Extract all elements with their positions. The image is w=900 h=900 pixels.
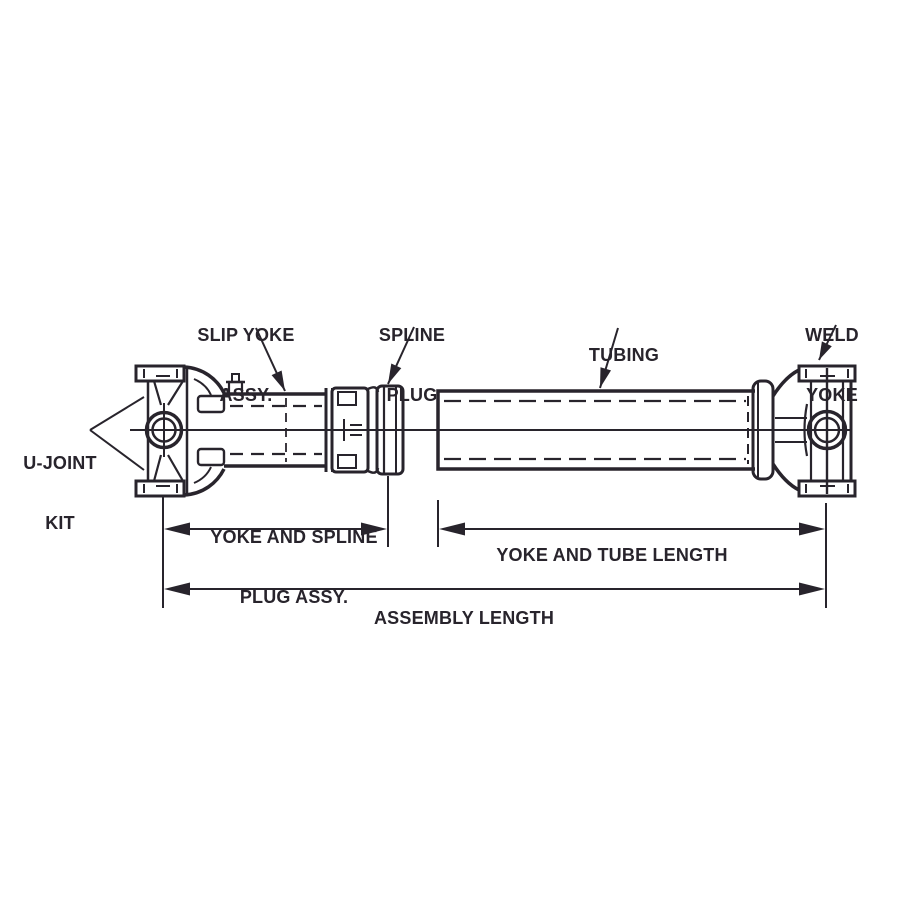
tubing-label-line1: TUBING bbox=[588, 345, 660, 365]
dim-assembly-length bbox=[164, 582, 825, 596]
assembly-length-dim-label: ASSEMBLY LENGTH bbox=[354, 568, 574, 668]
yoke-spline-plug-dim-line2: PLUG ASSY. bbox=[239, 587, 349, 607]
u-joint-kit-label-line1: U-JOINT bbox=[23, 453, 97, 473]
yoke-tube-length-dim-label: YOKE AND TUBE LENGTH bbox=[487, 505, 737, 605]
yoke-spline-plug-dim-line1: YOKE AND SPLINE bbox=[210, 527, 378, 547]
extension-lines bbox=[162, 476, 827, 608]
spline-plug-label-line2: PLUG bbox=[386, 385, 438, 405]
spline-plug-arrowhead bbox=[388, 363, 402, 384]
dim-yoke-tube-length bbox=[439, 522, 825, 536]
slip-yoke-assy-label-line1: SLIP YOKE bbox=[197, 325, 295, 345]
u-joint-kit-label: U-JOINT KIT bbox=[15, 413, 105, 573]
spline-plug-drawing bbox=[367, 384, 405, 476]
u-joint-kit-leader bbox=[89, 396, 145, 471]
weld-yoke-label-line2: YOKE bbox=[806, 385, 858, 405]
dust-cap-drawing bbox=[324, 386, 370, 474]
u-joint-yoke-drawing bbox=[134, 364, 226, 498]
tubing-label: TUBING bbox=[564, 305, 684, 405]
weld-yoke-label-line1: WELD bbox=[805, 325, 859, 345]
yoke-spline-plug-dim-label: YOKE AND SPLINE PLUG ASSY. bbox=[199, 487, 389, 647]
slip-yoke-assy-label: SLIP YOKE ASSY. bbox=[171, 285, 321, 445]
yoke-tube-length-dim-line1: YOKE AND TUBE LENGTH bbox=[496, 545, 728, 565]
slip-yoke-assy-label-line2: ASSY. bbox=[219, 385, 273, 405]
assembly-length-dim-line1: ASSEMBLY LENGTH bbox=[373, 608, 555, 628]
slip-yoke-arrowhead bbox=[271, 370, 285, 391]
dim-yoke-spline-plug bbox=[164, 522, 387, 536]
spline-plug-label: SPLINE PLUG bbox=[352, 285, 472, 445]
tubing-arrowhead bbox=[600, 367, 611, 388]
tubing-drawing bbox=[436, 389, 755, 471]
weld-yoke-label: WELD YOKE bbox=[772, 285, 892, 445]
callout-leader-lines bbox=[89, 324, 837, 471]
u-joint-kit-label-line2: KIT bbox=[45, 513, 75, 533]
weld-collar-drawing bbox=[751, 379, 775, 481]
spline-plug-label-line1: SPLINE bbox=[378, 325, 446, 345]
slip-yoke-drawing bbox=[224, 373, 326, 468]
weld-yoke-drawing bbox=[771, 364, 857, 498]
weld-yoke-arrowhead bbox=[819, 341, 832, 360]
